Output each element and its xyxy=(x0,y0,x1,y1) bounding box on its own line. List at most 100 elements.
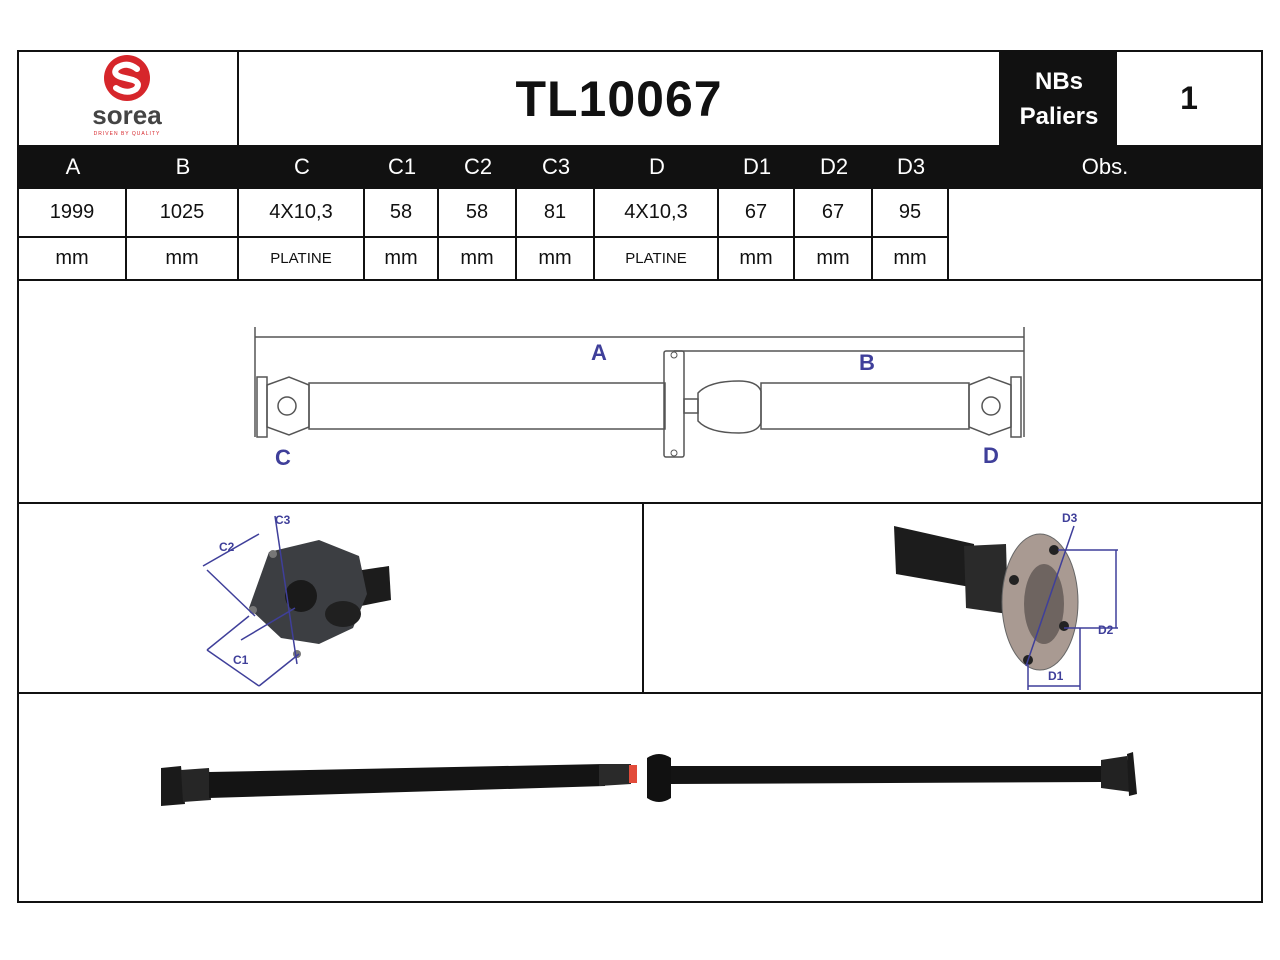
value-c1: 58 xyxy=(365,189,439,236)
unit-d1: mm xyxy=(719,238,795,279)
yoke-socket xyxy=(325,601,361,627)
value-d: 4X10,3 xyxy=(595,189,719,236)
c2-ext-top xyxy=(202,533,260,567)
label-c2: C2 xyxy=(219,540,235,554)
bearings-count: 1 xyxy=(1180,80,1198,116)
details-bottom-line xyxy=(19,692,1261,694)
label-d3: D3 xyxy=(1062,511,1078,525)
label-d: D xyxy=(983,443,999,468)
unit-c3: mm xyxy=(517,238,595,279)
spec-values-row: 1999 1025 4X10,3 58 58 81 4X10,3 67 67 9… xyxy=(19,189,1261,236)
value-c2: 58 xyxy=(439,189,517,236)
flange-drawing: D3 D2 D1 xyxy=(894,511,1118,690)
right-joint-center xyxy=(981,396,1001,416)
unit-d2: mm xyxy=(795,238,873,279)
table-bottom-line xyxy=(19,279,1261,281)
spec-sheet: sorea DRIVEN BY QUALITY TL10067 NBs Pali… xyxy=(17,50,1263,903)
photo-seal-ring xyxy=(629,765,637,783)
photo-rear-tube xyxy=(671,766,1101,784)
photo-left-flange xyxy=(161,766,185,806)
c1-dimension xyxy=(206,649,260,687)
value-d3: 95 xyxy=(873,189,949,236)
part-reference: TL10067 xyxy=(239,52,1001,145)
left-yoke xyxy=(266,376,310,436)
header-c3: C3 xyxy=(541,154,571,179)
right-flange xyxy=(1010,376,1022,438)
bearings-label-line2: Paliers xyxy=(1019,102,1099,130)
label-d1: D1 xyxy=(1048,669,1064,683)
brand-tagline: DRIVEN BY QUALITY xyxy=(94,131,161,137)
bearing-stub xyxy=(683,398,699,414)
unit-c: PLATINE xyxy=(239,238,365,279)
header-d3: D3 xyxy=(896,154,926,179)
label-a: A xyxy=(591,340,607,365)
yoke-bolt-bottom xyxy=(293,650,301,658)
yoke-detail: C2 C1 C3 xyxy=(19,504,642,692)
bearing-hole-bottom xyxy=(670,449,678,457)
flange-joint xyxy=(964,544,1008,614)
brand-logo: sorea DRIVEN BY QUALITY xyxy=(19,52,239,145)
photo-slip-joint xyxy=(599,764,631,786)
unit-b: mm xyxy=(127,238,239,279)
header-d: D xyxy=(649,154,665,179)
c2-dimension xyxy=(206,569,256,617)
unit-c2: mm xyxy=(439,238,517,279)
value-a: 1999 xyxy=(19,189,127,236)
brand-name: sorea xyxy=(92,100,162,130)
bearings-label-line1: NBs xyxy=(1034,67,1083,95)
shaft-drawing: A B C D xyxy=(254,327,1025,470)
flange-detail: D3 D2 D1 xyxy=(644,504,1261,692)
unit-a: mm xyxy=(19,238,127,279)
yoke-bolt-top xyxy=(269,550,277,558)
header-d2: D2 xyxy=(819,154,849,179)
values-divider xyxy=(19,236,949,238)
value-b: 1025 xyxy=(127,189,239,236)
flange-shaft xyxy=(894,526,976,588)
c1-ext-right xyxy=(258,653,300,687)
header-b: B xyxy=(175,154,191,179)
shaft-photo xyxy=(161,752,1137,806)
unit-c1: mm xyxy=(365,238,439,279)
header-a: A xyxy=(65,154,81,179)
logo-s-mark xyxy=(112,61,141,95)
value-c3: 81 xyxy=(517,189,595,236)
front-tube xyxy=(308,382,666,430)
yoke-drawing: C2 C1 C3 xyxy=(202,513,391,687)
center-bearing xyxy=(663,350,685,458)
diagram-bottom-line xyxy=(19,502,1261,504)
yoke-bore xyxy=(285,580,317,612)
header-d1: D1 xyxy=(742,154,772,179)
unit-d: PLATINE xyxy=(595,238,719,279)
spec-header-row: A B C C1 C2 C3 D D1 D2 D3 Obs. xyxy=(19,145,1261,189)
bearings-label: NBs Paliers xyxy=(1001,52,1117,145)
rear-tube xyxy=(760,382,970,430)
detail-divider xyxy=(642,504,644,692)
header-c: C xyxy=(294,154,310,179)
label-c1: C1 xyxy=(233,653,249,667)
flange-hole-left xyxy=(1009,575,1019,585)
flange-center xyxy=(1024,564,1064,644)
bearing-hole-top xyxy=(670,351,678,359)
label-b: B xyxy=(859,350,875,375)
value-d2: 67 xyxy=(795,189,873,236)
label-d2: D2 xyxy=(1098,623,1114,637)
value-d1: 67 xyxy=(719,189,795,236)
label-c3: C3 xyxy=(275,513,291,527)
unit-d3: mm xyxy=(873,238,949,279)
photo-left-yoke xyxy=(181,768,211,802)
c3-dimension xyxy=(274,515,298,665)
photo-right-flange xyxy=(1127,752,1137,796)
right-yoke xyxy=(968,376,1012,436)
header-obs: Obs. xyxy=(1081,154,1129,179)
spec-units-row: mm mm PLATINE mm mm mm PLATINE mm mm mm xyxy=(19,238,1261,279)
left-flange xyxy=(256,376,268,438)
product-photo xyxy=(19,694,1261,901)
value-c: 4X10,3 xyxy=(239,189,365,236)
c1-ext-left xyxy=(206,615,250,651)
slip-joint xyxy=(697,380,762,434)
photo-front-tube xyxy=(209,764,605,798)
yoke-bolt-left xyxy=(249,606,257,614)
label-c: C xyxy=(275,445,291,470)
flange-hole-top xyxy=(1049,545,1059,555)
sorea-logo: sorea DRIVEN BY QUALITY xyxy=(92,55,162,137)
